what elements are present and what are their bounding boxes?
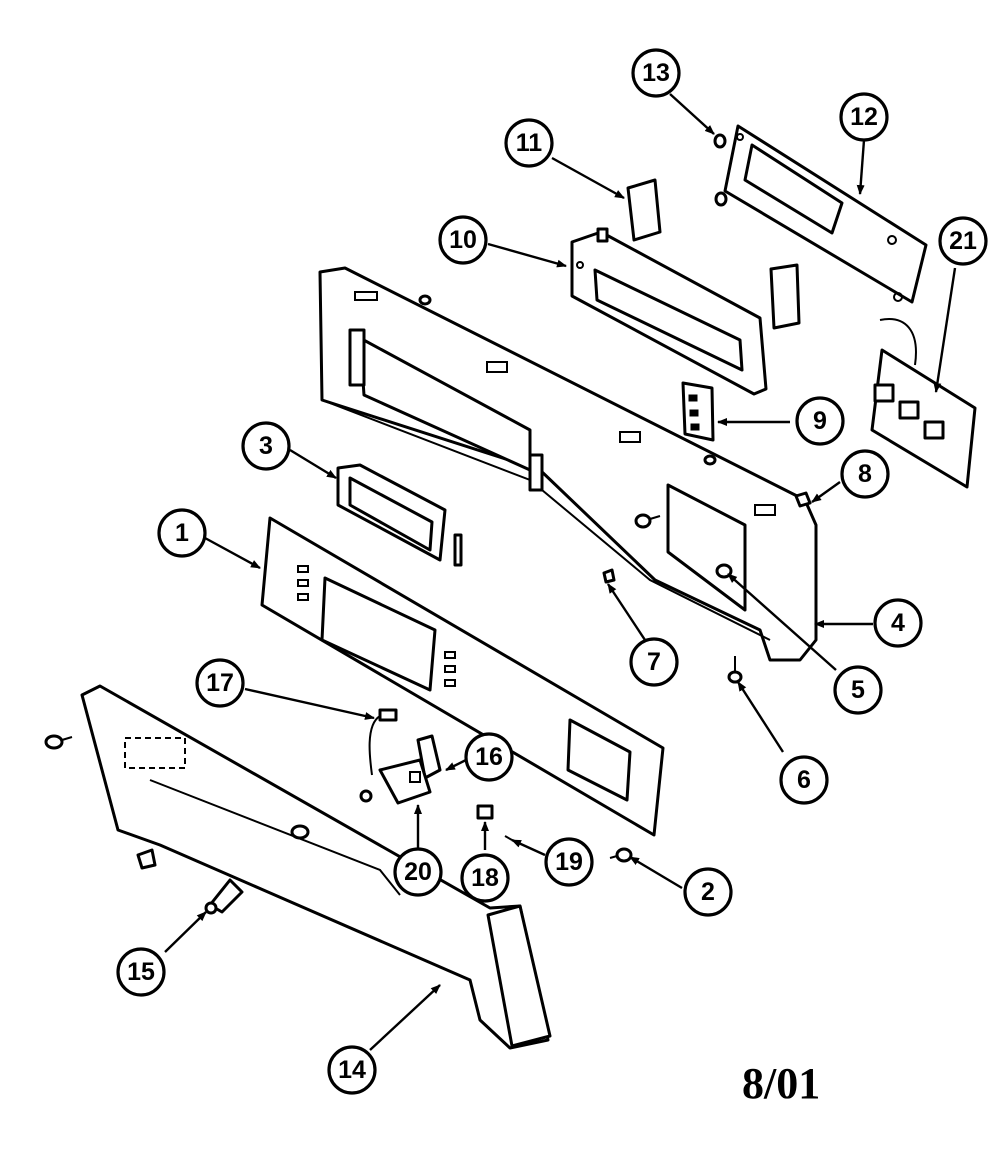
part-4-control-housing — [318, 266, 818, 662]
part-13-standoffs — [713, 133, 728, 207]
callout-20-label: 20 — [404, 858, 432, 886]
date-stamp: 8/01 — [742, 1059, 821, 1108]
callout-3: 3 — [241, 421, 291, 471]
part-19-spring — [504, 835, 513, 841]
callout-20: 20 — [393, 847, 443, 897]
callout-17: 17 — [195, 658, 245, 708]
clip-lower — [136, 848, 157, 870]
callout-13: 13 — [631, 48, 681, 98]
screw-upper — [634, 513, 661, 529]
callout-10-label: 10 — [449, 226, 477, 254]
callout-11: 11 — [504, 118, 554, 168]
callout-7-label: 7 — [647, 648, 661, 676]
part-18-button — [476, 804, 494, 820]
callout-6-label: 6 — [797, 766, 811, 794]
callout-1: 1 — [157, 508, 207, 558]
callout-15-label: 15 — [127, 958, 155, 986]
callout-21-label: 21 — [949, 227, 977, 255]
callout-9: 9 — [795, 396, 845, 446]
callout-12-label: 12 — [850, 103, 878, 131]
leader-lines — [164, 93, 957, 1051]
callout-9-label: 9 — [813, 407, 827, 435]
callout-14-label: 14 — [338, 1056, 366, 1084]
part-3-display-lens — [336, 463, 463, 567]
callout-1-label: 1 — [175, 519, 189, 547]
callout-17-label: 17 — [206, 669, 234, 697]
callout-19-label: 19 — [555, 848, 583, 876]
callout-15: 15 — [116, 947, 166, 997]
callout-21: 21 — [938, 216, 988, 266]
callout-6: 6 — [779, 755, 829, 805]
callout-19: 19 — [544, 837, 594, 887]
part-20-bracket — [378, 758, 432, 805]
callout-4-label: 4 — [891, 609, 905, 637]
part-14-front-panel — [80, 684, 552, 1050]
callout-11-label: 11 — [516, 129, 543, 157]
part-11-insulator — [626, 178, 801, 330]
callout-16-label: 16 — [475, 743, 503, 771]
callout-12: 12 — [839, 92, 889, 142]
callout-5: 5 — [833, 665, 883, 715]
callout-2-label: 2 — [701, 878, 715, 906]
part-15-knob — [204, 878, 244, 915]
callout-18: 18 — [460, 853, 510, 903]
callout-8-label: 8 — [858, 460, 872, 488]
callout-18-label: 18 — [471, 864, 499, 892]
callout-4: 4 — [873, 598, 923, 648]
part-7-clip — [602, 568, 616, 584]
part-17-wire — [359, 708, 398, 803]
part-6-screw — [727, 656, 743, 684]
callout-5-label: 5 — [851, 676, 865, 704]
callout-3-label: 3 — [259, 432, 273, 460]
part-9-switch — [681, 381, 715, 442]
callout-10: 10 — [438, 215, 488, 265]
callout-16: 16 — [464, 732, 514, 782]
part-21-touch-board — [870, 318, 977, 489]
callout-13-label: 13 — [642, 59, 670, 87]
callout-14: 14 — [327, 1045, 377, 1095]
callout-7: 7 — [629, 637, 679, 687]
part-12-board — [723, 124, 928, 304]
callout-8: 8 — [840, 449, 890, 499]
callout-2: 2 — [683, 867, 733, 917]
part-8-clip — [794, 491, 812, 508]
screw-left — [44, 734, 73, 750]
part-10-bracket — [570, 227, 768, 396]
part-2-screw — [609, 847, 633, 863]
part-1-overlay — [260, 516, 665, 837]
